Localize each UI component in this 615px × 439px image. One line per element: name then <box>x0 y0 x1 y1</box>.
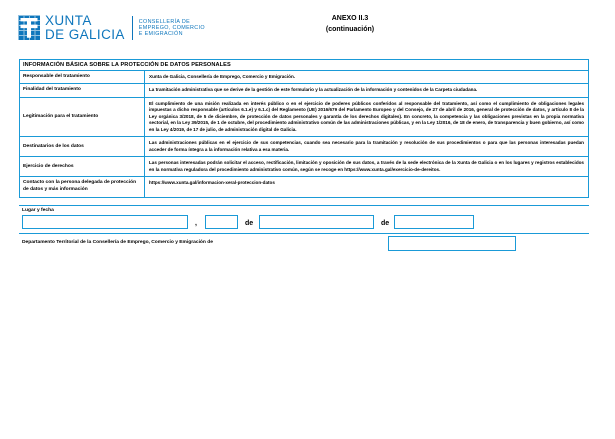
signature-section: Lugar y fecha , de de Departamento Terri… <box>19 205 589 253</box>
logo-divider <box>131 15 133 40</box>
row-label-destinatarios: Destinatarios de los datos <box>20 137 145 157</box>
table-row: Ejercicio de derechos Las personas inter… <box>20 157 588 178</box>
signature-bottom-rule <box>19 233 589 234</box>
signature-top-rule <box>19 205 589 206</box>
table-row: Destinatarios de los datos Las administr… <box>20 137 588 158</box>
annex-subtitle: (continuación) <box>325 25 375 33</box>
territorial-department-label: Departamento Territorial de la Conseller… <box>22 240 213 245</box>
table-row: Finalidad del tratamiento La tramitación… <box>20 84 588 98</box>
xunta-logo: XUNTA DE GALICIA CONSELLERÍA DE EMPREGO,… <box>18 14 205 42</box>
row-value-legitimacion: El cumplimiento de una misión realizada … <box>149 100 584 132</box>
data-protection-table: INFORMACIÓN BÁSICA SOBRE LA PROTECCIÓN D… <box>19 59 589 198</box>
row-value-responsable: Xunta de Galicia, Consellería de Emprego… <box>149 73 296 79</box>
xunta-wordmark: XUNTA DE GALICIA <box>45 14 125 42</box>
year-input[interactable] <box>394 215 474 229</box>
department-name: CONSELLERÍA DE EMPREGO, COMERCIO E EMIGR… <box>139 19 205 37</box>
separator-comma: , <box>195 220 197 227</box>
date-line: Lugar y fecha , de de <box>19 206 589 233</box>
xunta-wordmark-line1: XUNTA <box>45 13 92 28</box>
row-label-legitimacion: Legitimación para el tratamiento <box>20 97 145 137</box>
row-label-contacto-dpd: Contacto con la persona delegada de prot… <box>20 177 145 197</box>
row-value-destinatarios: Las administraciones públicas en el ejer… <box>149 140 584 152</box>
department-line2: EMPREGO, COMERCIO <box>138 24 205 31</box>
annex-title: ANEXO II.3 <box>331 15 369 22</box>
table-row: Contacto con la persona delegada de prot… <box>20 177 588 197</box>
territorial-department-line: Departamento Territorial de la Conseller… <box>19 234 589 253</box>
row-value-ejercicio-derechos: Las personas interesadas podrán solicita… <box>149 160 584 172</box>
row-label-finalidad: Finalidad del tratamiento <box>20 84 145 97</box>
department-line1: CONSELLERÍA DE <box>138 18 191 25</box>
xunta-crest-icon <box>18 15 40 41</box>
row-value-contacto-dpd[interactable]: https://www.xunta.gal/informacion-xeral-… <box>149 180 275 186</box>
department-line3: E EMIGRACIÓN <box>138 30 183 37</box>
data-protection-caption: INFORMACIÓN BÁSICA SOBRE LA PROTECCIÓN D… <box>20 60 588 71</box>
place-input[interactable] <box>22 215 188 229</box>
territorial-department-input[interactable] <box>388 236 516 251</box>
separator-de-month: de <box>245 220 254 227</box>
table-row: Legitimación para el tratamiento El cump… <box>20 97 588 138</box>
date-label: Lugar y fecha <box>22 208 54 213</box>
row-label-ejercicio-derechos: Ejercicio de derechos <box>20 157 145 177</box>
day-input[interactable] <box>205 215 238 229</box>
table-row: Responsable del tratamiento Xunta de Gal… <box>20 70 588 85</box>
annex-title-block: ANEXO II.3 (continuación) <box>285 14 415 35</box>
row-value-finalidad: La tramitación administrativa que se der… <box>149 87 478 93</box>
document-header: XUNTA DE GALICIA CONSELLERÍA DE EMPREGO,… <box>0 14 615 48</box>
month-input[interactable] <box>259 215 374 229</box>
row-label-responsable: Responsable del tratamiento <box>20 70 145 84</box>
separator-de-year: de <box>381 220 390 227</box>
xunta-wordmark-line2: DE GALICIA <box>45 26 125 42</box>
